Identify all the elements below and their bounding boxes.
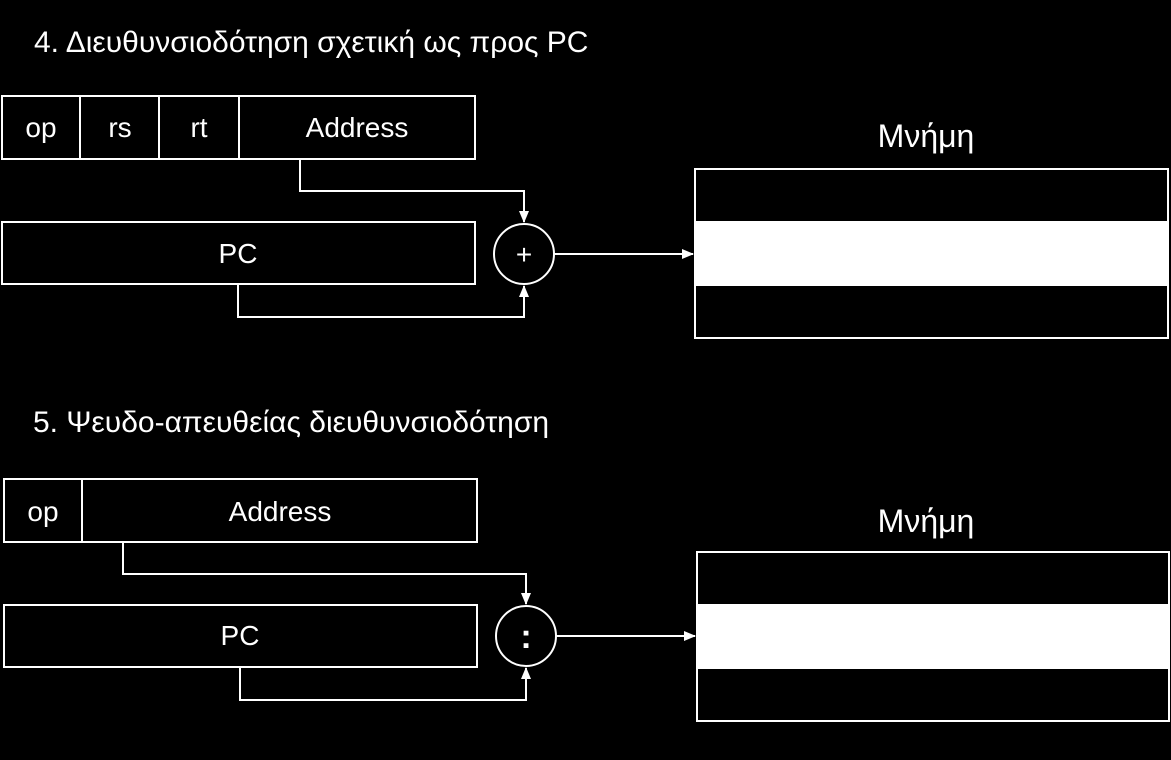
section-pc-relative: 4. Διευθυνσιοδότηση σχετική ως προς PC o… bbox=[1, 26, 1169, 339]
concat-symbol: : bbox=[520, 618, 531, 656]
address-to-adder-wire bbox=[299, 159, 529, 223]
pc-register-label: PC bbox=[221, 620, 260, 651]
section-title: 4. Διευθυνσιοδότηση σχετική ως προς PC bbox=[34, 26, 588, 59]
instruction-format: op Address bbox=[3, 478, 478, 543]
section-title: 5. Ψευδο-απευθείας διευθυνσιοδότηση bbox=[33, 406, 549, 439]
adder-symbol: + bbox=[516, 239, 532, 270]
pc-register-label: PC bbox=[219, 238, 258, 269]
instruction-box bbox=[3, 478, 478, 543]
field-op: op bbox=[25, 112, 56, 143]
memory-selected-word bbox=[697, 604, 1169, 669]
field-address: Address bbox=[229, 496, 332, 527]
field-rs: rs bbox=[108, 112, 131, 143]
instruction-format: op rs rt Address bbox=[1, 95, 476, 160]
section-pseudo-direct: 5. Ψευδο-απευθείας διευθυνσιοδότηση op A… bbox=[3, 406, 1170, 722]
pc-to-adder-wire bbox=[237, 284, 529, 318]
pc-to-concat-wire bbox=[239, 667, 531, 701]
field-address: Address bbox=[306, 112, 409, 143]
memory-selected-word bbox=[695, 221, 1168, 286]
memory-label: Μνήμη bbox=[878, 118, 975, 154]
field-op: op bbox=[27, 496, 58, 527]
field-rt: rt bbox=[190, 112, 207, 143]
address-to-concat-wire bbox=[122, 542, 531, 605]
memory-label: Μνήμη bbox=[878, 503, 975, 539]
